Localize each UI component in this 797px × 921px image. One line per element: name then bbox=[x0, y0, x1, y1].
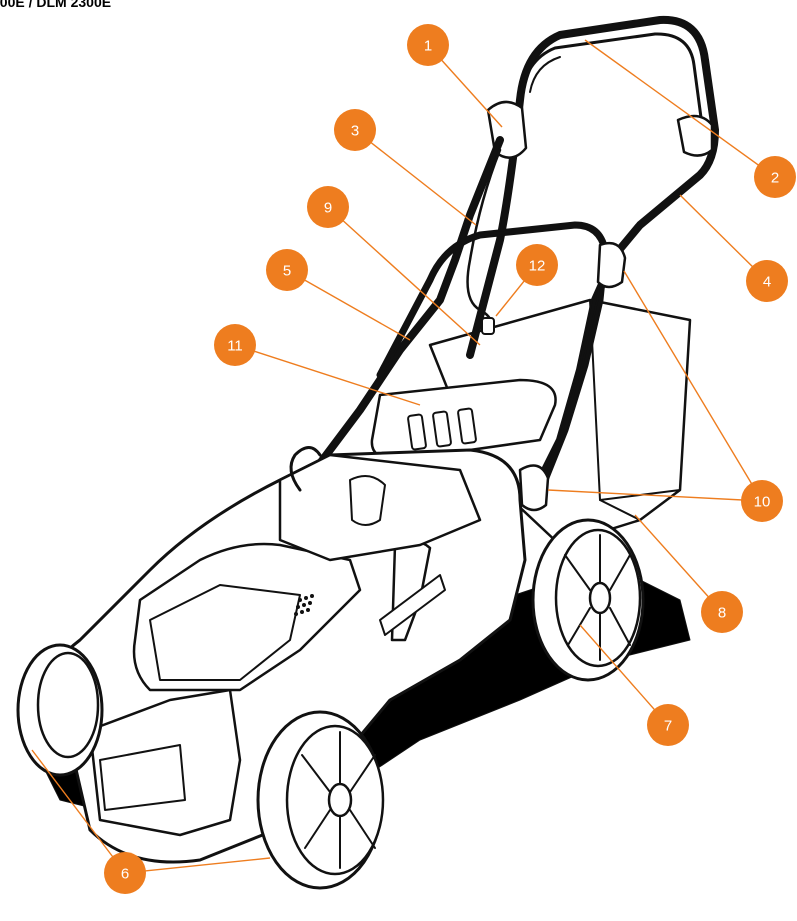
callout-1: 1 bbox=[407, 24, 449, 66]
svg-text:9: 9 bbox=[324, 200, 332, 217]
callout-9: 9 bbox=[307, 186, 349, 228]
lawn-mower-illustration bbox=[18, 20, 715, 888]
callout-8: 8 bbox=[701, 591, 743, 633]
svg-text:10: 10 bbox=[754, 494, 771, 511]
leader-line-2 bbox=[585, 40, 775, 177]
leader-line-5 bbox=[287, 270, 410, 340]
front-left-wheel bbox=[18, 645, 102, 775]
callout-11: 11 bbox=[214, 324, 256, 366]
svg-text:8: 8 bbox=[718, 605, 726, 622]
handle-grip bbox=[678, 116, 712, 156]
svg-text:5: 5 bbox=[283, 263, 291, 280]
svg-text:3: 3 bbox=[351, 123, 359, 140]
svg-text:12: 12 bbox=[529, 258, 546, 275]
callout-5: 5 bbox=[266, 249, 308, 291]
svg-text:11: 11 bbox=[227, 338, 243, 355]
svg-text:2: 2 bbox=[771, 170, 779, 187]
svg-text:6: 6 bbox=[121, 866, 129, 883]
callout-10: 10 bbox=[741, 480, 783, 522]
svg-text:4: 4 bbox=[763, 274, 771, 291]
callout-2: 2 bbox=[754, 156, 796, 198]
callout-6: 6 bbox=[104, 852, 146, 894]
callout-3: 3 bbox=[334, 109, 376, 151]
handle-knob bbox=[598, 243, 625, 287]
callout-4: 4 bbox=[746, 260, 788, 302]
cable-plug bbox=[482, 318, 494, 334]
rear-wheel bbox=[533, 520, 643, 680]
lower-handle-knob bbox=[520, 466, 548, 511]
svg-text:1: 1 bbox=[424, 38, 432, 55]
leader-line-3 bbox=[355, 130, 476, 225]
front-right-wheel bbox=[258, 712, 383, 888]
callout-7: 7 bbox=[647, 704, 689, 746]
callout-12: 12 bbox=[516, 244, 558, 286]
svg-text:7: 7 bbox=[664, 718, 672, 735]
